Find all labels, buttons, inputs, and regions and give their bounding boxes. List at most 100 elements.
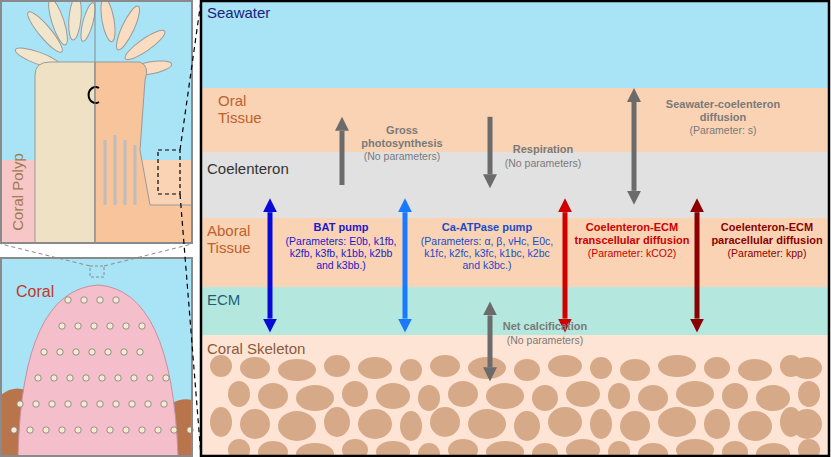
- polyp-dot: [97, 297, 103, 303]
- polyp-column: [35, 62, 95, 243]
- polyp-dot: [139, 323, 145, 329]
- polyp-dot: [121, 349, 127, 355]
- stone: [676, 439, 714, 457]
- stone: [566, 381, 600, 407]
- stone: [258, 441, 288, 457]
- polyp-dot: [75, 427, 81, 433]
- panel-title: Coral: [16, 283, 96, 301]
- stone: [798, 381, 820, 407]
- process-label: Net calcification: [500, 320, 590, 333]
- band-label: Aboral Tissue: [207, 222, 267, 257]
- polyp-dot: [33, 401, 39, 407]
- stone: [704, 409, 730, 439]
- aboral-band: [202, 218, 828, 287]
- polyp-dot: [57, 349, 63, 355]
- stone: [792, 409, 822, 439]
- stone: [468, 357, 506, 379]
- stone: [638, 385, 668, 411]
- panel-border: [1, 258, 192, 456]
- stone: [448, 439, 478, 457]
- polyp-dot: [115, 375, 121, 381]
- polyp-dot: [43, 427, 49, 433]
- stone: [620, 359, 650, 381]
- stone: [514, 359, 540, 381]
- stone: [590, 357, 612, 379]
- seawater-band: [202, 1, 828, 88]
- stone: [468, 409, 506, 439]
- stone: [486, 383, 524, 409]
- stone: [228, 439, 250, 457]
- polyp-dot: [105, 349, 111, 355]
- parameter-note: (Parameter: kCO2): [574, 247, 690, 259]
- polyp-dot: [91, 427, 97, 433]
- polyp-dots: [11, 297, 193, 433]
- parameter-note: (No parameters): [498, 157, 588, 169]
- zoom-line: [180, 1, 201, 150]
- polyp-section: [95, 62, 192, 243]
- polyp-dot: [99, 375, 105, 381]
- polyp-dot: [51, 375, 57, 381]
- polyp-dot: [131, 375, 137, 381]
- stone: [376, 441, 410, 457]
- stone: [324, 355, 350, 377]
- polyp-dot: [161, 401, 167, 407]
- stone: [620, 411, 650, 441]
- polyp-dot: [59, 427, 65, 433]
- stone: [566, 439, 600, 457]
- stone: [240, 409, 270, 439]
- polyp-dot: [107, 323, 113, 329]
- process-label: Ca-ATPase pump: [418, 221, 556, 234]
- stone: [430, 407, 460, 437]
- polyp-dot: [75, 323, 81, 329]
- polyp-dot: [123, 323, 129, 329]
- stone: [342, 439, 368, 457]
- polyp-dot: [17, 401, 23, 407]
- stone: [738, 411, 772, 441]
- stone: [358, 357, 392, 379]
- ecm-band: [202, 287, 828, 335]
- polyp-dot: [83, 375, 89, 381]
- process-arrow: [340, 131, 345, 185]
- polyp-dot: [113, 297, 119, 303]
- polyp-dot: [107, 427, 113, 433]
- polyp-dot: [137, 349, 143, 355]
- polyp-dot: [35, 375, 41, 381]
- layer-band: Coral Skeleton: [202, 335, 828, 457]
- stone: [296, 385, 334, 411]
- oral-band: [202, 88, 828, 152]
- polyp-dot: [139, 427, 145, 433]
- polyp-dot: [163, 375, 169, 381]
- polyp-dot: [65, 401, 71, 407]
- band-label: ECM: [207, 291, 267, 308]
- zoom-line: [1, 244, 90, 266]
- skeleton-texture: [210, 355, 822, 457]
- process-arrow: [563, 212, 568, 318]
- panel-border: [1, 1, 192, 243]
- stone: [278, 359, 316, 381]
- process-arrow: [488, 315, 493, 367]
- polyp-dot: [155, 427, 161, 433]
- stone: [532, 385, 558, 411]
- stone: [548, 355, 582, 377]
- zoom-line: [104, 244, 192, 266]
- skeleton-band: [202, 335, 828, 456]
- stone: [608, 441, 630, 457]
- polyp-dot: [41, 349, 47, 355]
- band-label: Coelenteron: [207, 160, 327, 177]
- polyp-dot: [67, 375, 73, 381]
- process-label: Respiration: [498, 143, 588, 156]
- polyp-dot: [171, 427, 177, 433]
- polyp-dot: [91, 323, 97, 329]
- polyp-dot: [11, 427, 17, 433]
- band-label: Seawater: [207, 4, 327, 21]
- polyp-dot: [65, 297, 71, 303]
- process-arrow: [695, 212, 700, 318]
- polyp-dot: [81, 297, 87, 303]
- zoom-box: [158, 150, 180, 194]
- panel-title: Coral Polyp: [9, 153, 26, 231]
- seawater-panel: [1, 1, 192, 243]
- septa: [105, 135, 135, 205]
- mouth: [89, 87, 99, 103]
